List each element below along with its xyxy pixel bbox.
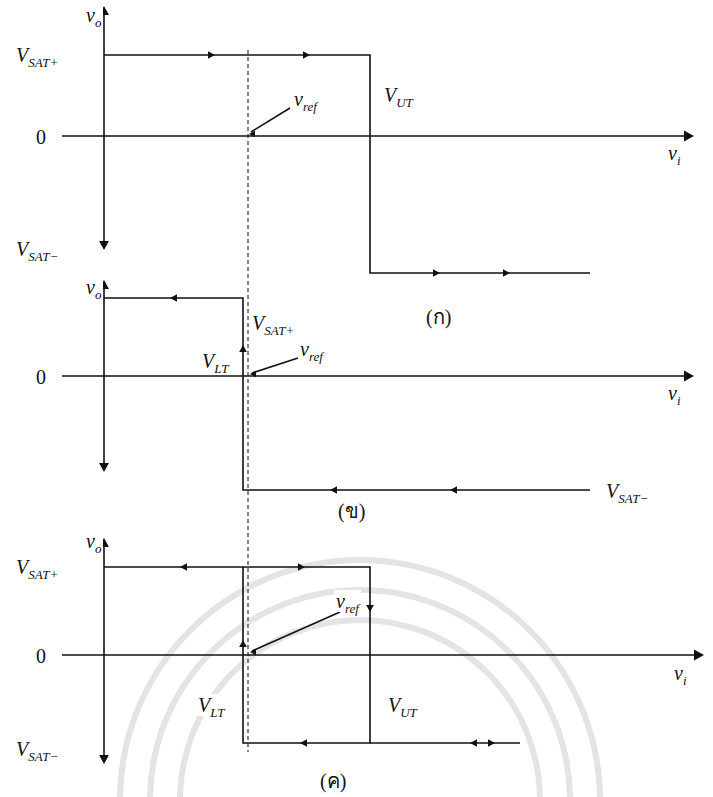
transfer-curve — [104, 298, 590, 490]
saturation-level: VSAT− — [14, 238, 60, 260]
horizontal-axis — [62, 654, 700, 656]
arrowhead — [694, 650, 704, 661]
threshold-voltage: VLT — [196, 694, 226, 716]
reference-voltage: vref — [298, 338, 325, 360]
threshold-voltage: VLT — [200, 350, 230, 372]
arrowhead — [180, 563, 187, 571]
axis-name: vi — [666, 142, 683, 164]
transfer-curve — [104, 55, 590, 273]
arrowhead — [250, 371, 256, 378]
arrowhead — [470, 739, 477, 747]
arrowhead — [684, 371, 694, 382]
watermark — [120, 560, 600, 797]
arrowhead — [239, 345, 247, 352]
saturation-level: VSAT− — [604, 480, 650, 502]
axis-name: vo — [84, 530, 103, 552]
arrowhead — [239, 640, 247, 647]
threshold-voltage: VUT — [382, 84, 415, 106]
panel-caption: (ข) — [336, 500, 367, 522]
threshold-voltage: VUT — [386, 694, 419, 716]
axis-origin: 0 — [34, 366, 48, 388]
arrowhead — [433, 269, 440, 277]
arrowhead — [99, 241, 109, 250]
saturation-level: VSAT+ — [14, 556, 60, 578]
arrowhead — [684, 131, 694, 142]
reference-voltage: vref — [292, 88, 319, 110]
arrowhead — [303, 51, 310, 59]
saturation-level: VSAT+ — [250, 312, 296, 334]
reference-voltage: vref — [334, 590, 361, 612]
hysteresis-loop — [104, 567, 370, 743]
panel-caption: (ก) — [424, 306, 453, 328]
reference-dashed-line — [248, 50, 249, 752]
watermark-arc — [180, 620, 540, 797]
axis-name: vo — [84, 4, 103, 26]
arrowhead — [488, 739, 495, 747]
axis-name: vi — [666, 382, 683, 404]
saturation-level: VSAT− — [14, 738, 60, 760]
panel-caption: (ค) — [318, 770, 348, 792]
leader-line — [252, 358, 298, 373]
axis-origin: 0 — [34, 645, 48, 667]
leader-line — [251, 108, 290, 132]
arrowhead — [330, 486, 337, 494]
horizontal-axis — [62, 135, 690, 137]
arrowhead — [298, 563, 305, 571]
arrowhead — [250, 649, 256, 656]
watermark-arc — [150, 590, 570, 797]
arrowhead — [99, 463, 109, 472]
arrowhead — [300, 739, 307, 747]
arrowhead — [450, 486, 457, 494]
arrowhead — [366, 605, 374, 612]
transfer-curve — [370, 742, 520, 744]
horizontal-axis — [62, 375, 690, 377]
arrowhead — [170, 294, 177, 302]
axis-name: vi — [672, 662, 689, 684]
leader-line — [252, 612, 340, 651]
watermark-arc — [120, 560, 600, 797]
arrowhead — [503, 269, 510, 277]
arrowhead — [208, 51, 215, 59]
arrowhead — [99, 755, 109, 764]
vertical-axis — [103, 540, 105, 762]
saturation-level: VSAT+ — [14, 44, 60, 66]
axis-name: vo — [84, 276, 103, 298]
vertical-axis — [103, 8, 105, 248]
axis-origin: 0 — [34, 126, 48, 148]
arrowhead — [249, 131, 255, 138]
